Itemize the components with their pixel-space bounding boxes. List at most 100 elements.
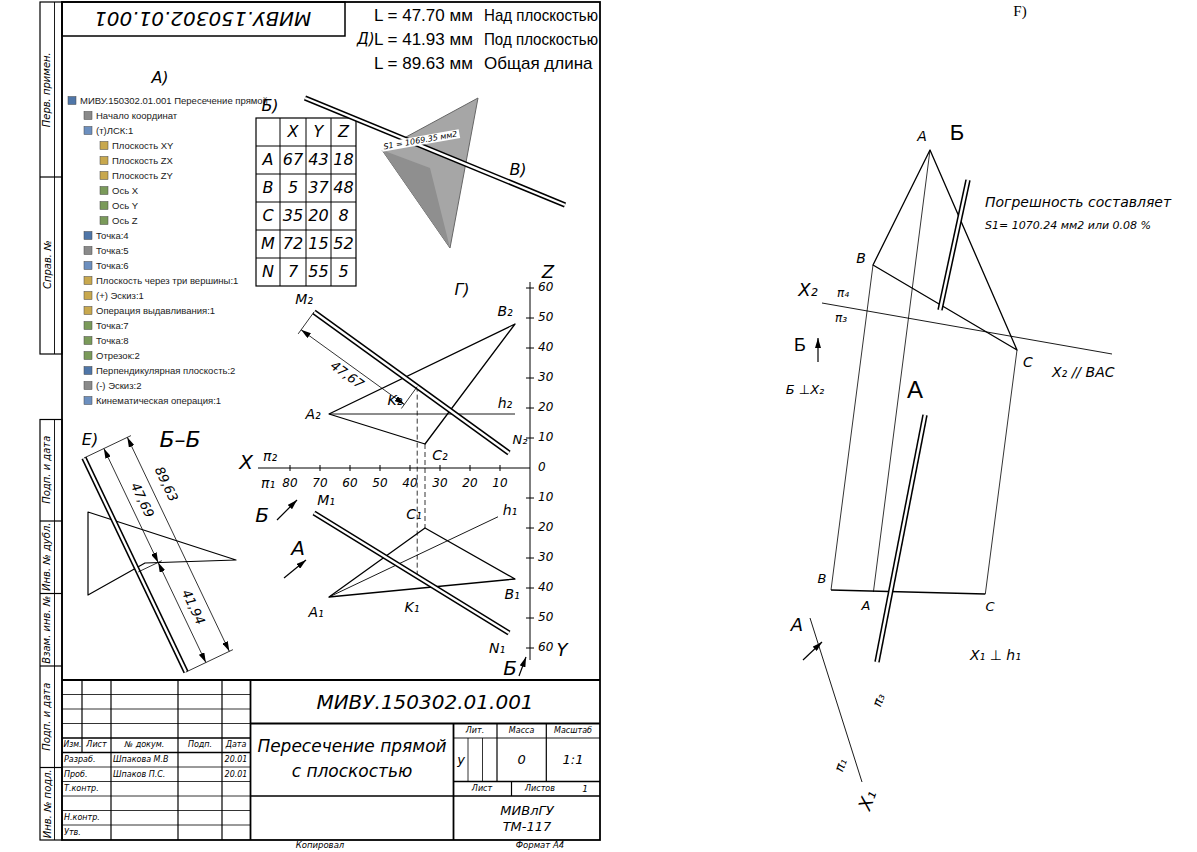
axis-tick: 40 [538,581,553,595]
length-caption: Общая длина [484,54,593,74]
title-block-field: Подп. [188,740,212,749]
view-arrow [284,560,306,578]
axis-tick-mark [440,465,441,471]
organisation-name: ТМ-117 [503,820,552,835]
horizontal-line [329,414,515,415]
dimension-line [104,449,158,563]
margin-divider [40,593,62,594]
margin-field: Инв. № дубл. [41,523,53,591]
point-name: A₂ [305,406,320,422]
plane-edge-view [88,512,236,595]
tree-icon [84,262,92,270]
tree-icon [84,292,92,300]
drawing-title: с плоскостью [292,762,413,782]
drawing-title: Пересечение прямой [257,737,446,757]
table-cell: 35 [283,207,303,225]
point-name: B₁ [504,586,519,602]
margin-divider [40,665,62,666]
title-block-field: Т.контр. [64,784,99,793]
axis-name: X₁ [855,787,881,812]
plane-name: π₄ [837,287,849,301]
tree-item: Операция выдавливания:1 [66,303,215,318]
point-name: M₂ [295,291,313,307]
plane-name: π₃ [871,691,889,708]
error-note: Погрешность составляет [985,194,1171,210]
axis-tick-mark [470,465,471,471]
table-rule [256,202,356,203]
line-top-projection [314,513,509,633]
view-letter: А [907,376,923,404]
tree-item: Плоскость через три вершины:1 [66,273,238,288]
length-caption: Над плоскостью [484,6,598,26]
title-block-field: Разраб. [64,755,95,764]
tree-item: Плоскость ZY [66,168,173,183]
title-block-field: Лист [86,740,106,749]
table-cell: 48 [333,179,353,197]
view-letter: Б) [261,97,278,115]
line-rod [940,180,968,310]
title-block-rule [546,724,547,782]
axis-tick-mark [290,465,291,471]
section-name: Б–Б [159,427,200,452]
title-block-field: Н.контр. [64,813,100,822]
tree-icon [84,337,92,345]
table-rule [256,146,356,147]
axis-tick: 10 [492,477,507,491]
organisation-name: МИВлГУ [500,804,553,819]
table-cell: 18 [333,151,353,169]
table-cell: X [288,123,299,141]
view-letter: Б [255,504,269,527]
table-cell: B [263,179,274,197]
margin-divider [40,176,62,177]
margin-strip [40,420,62,841]
point-name: C₂ [432,447,447,463]
point-name: C [1023,354,1033,370]
table-cell: A [263,151,274,169]
length-value: L = 41.93 мм [374,30,473,50]
point-name: K₂ [388,392,403,408]
axis-tick-mark [526,408,534,409]
axis-tick: 50 [372,477,387,491]
point-name: B₂ [497,303,512,319]
margin-divider [54,420,55,841]
margin-field: Взам. инв. № [41,596,53,664]
code-box [62,2,345,36]
title-block-rule [468,738,469,782]
tree-icon [84,322,92,330]
line-name: h₂ [498,395,513,411]
title-block-value: Шпаков П.С. [113,770,165,779]
title-block-rule [511,782,512,797]
title-block-value: 20.01 [225,770,248,779]
axis-name: Y [557,640,568,661]
document-code: МИВУ.150302.01.001 [316,691,533,714]
plane-shade [382,150,450,248]
margin-field: Справ. № [41,241,53,290]
point-name: N₁ [489,640,505,656]
view-letter: Б [794,335,806,356]
margin-field: Инв. № подл. [41,770,53,839]
dimension-value: 89,63 [151,465,181,505]
plane-triangle [382,98,478,248]
projection-link [831,265,873,590]
point-name: A [862,599,871,614]
dimension-line [127,437,229,651]
view-letter: А [791,615,803,636]
axis-tick-mark [526,558,534,559]
axis-tick-mark [526,318,534,319]
tree-icon [84,397,92,405]
tree-item: Плоскость ZX [66,153,173,168]
tree-icon [100,217,108,225]
tree-item: МИВУ.150302.01.001 Пересечение прямой [66,93,268,108]
table-cell: 43 [308,151,328,169]
tree-icon [84,232,92,240]
title-block-field: Масштаб [554,726,592,735]
tree-icon [84,352,92,360]
table-cell: 5 [288,179,298,197]
axis-tick: 80 [282,477,297,491]
title-block-value: 1:1 [563,753,584,768]
view-letter: Б [950,120,964,145]
view-letter: F) [1013,3,1026,20]
table-cell: 7 [288,263,298,281]
point-name: M₁ [317,492,335,508]
title-block-field: Утв. [64,828,81,837]
